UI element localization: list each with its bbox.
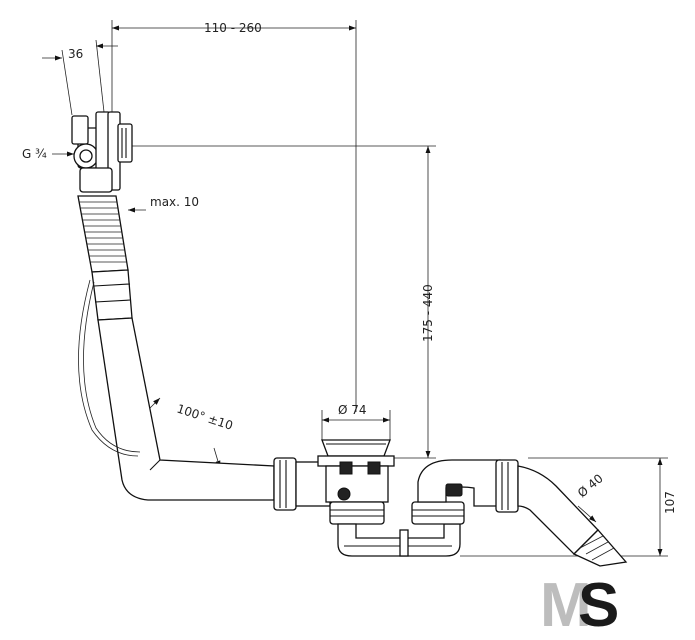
dim-drain-diameter: Ø 74 (338, 403, 367, 417)
overflow-pipe (78, 279, 275, 501)
coupling-nut-left (273, 457, 331, 511)
trap (337, 501, 465, 557)
corrugated-hose (77, 195, 133, 321)
dim-gap: max. 10 (150, 195, 199, 209)
logo-letter-m: M (540, 571, 588, 640)
dim-pipe-diameter: Ø 40 (575, 471, 606, 500)
outlet-elbow (417, 459, 628, 567)
waste-body (317, 439, 395, 525)
dimension-lines (42, 20, 668, 557)
overflow-head (71, 111, 133, 215)
logo-letter-s: S (578, 571, 619, 640)
brand-logo: M S (540, 571, 619, 640)
dim-top-small: 36 (68, 47, 83, 61)
dim-angle: 100° ±10 (175, 402, 235, 433)
dim-top-span: 110 - 260 (204, 21, 262, 35)
dim-trap-height: 107 (663, 491, 677, 514)
dim-thread: G ¾ (22, 147, 47, 161)
dim-height-span: 175 - 440 (421, 284, 435, 342)
